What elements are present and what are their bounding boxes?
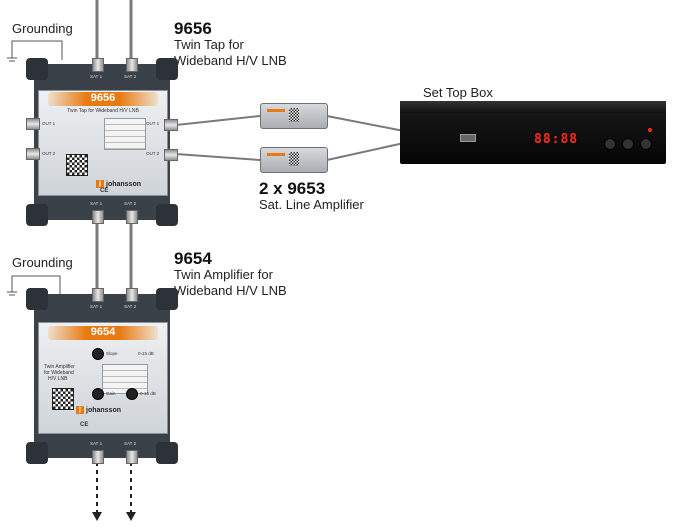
arrow-down-sat1: [92, 512, 102, 521]
tap-panel-number: 9656: [90, 92, 116, 104]
grounding-wire-top: [11, 40, 63, 60]
amp-slope-label: Slope: [106, 351, 118, 356]
tap-connector-sat1-bottom[interactable]: [92, 210, 104, 224]
stb-button-3[interactable]: [640, 138, 652, 150]
johansson-logo-icon: j: [96, 180, 104, 188]
tap-connector-sat2-bottom[interactable]: [126, 210, 138, 224]
amp-clip-tl: [26, 288, 48, 310]
tap-connector-out2-right[interactable]: [164, 149, 178, 161]
amp-gain-range: 0-15 dB: [140, 391, 156, 396]
line-amp-1-stripe: [267, 109, 285, 112]
tap-clip-br: [156, 204, 178, 226]
johansson-logo-icon: j: [76, 406, 84, 414]
amp-panel-desc-line1: Twin Amplifier: [44, 364, 75, 370]
amp-gain-knob-2[interactable]: [126, 388, 138, 400]
amp-gain-knob[interactable]: [92, 388, 104, 400]
tap-description-line1: Twin Tap for: [174, 37, 244, 52]
tap-connector-out1-left[interactable]: [26, 118, 40, 130]
line-amplifier-2: [260, 147, 328, 173]
set-top-box-label: Set Top Box: [423, 85, 493, 100]
amp-connector-sat1-bottom[interactable]: [92, 450, 104, 464]
amp-gain-label: Gain: [106, 391, 116, 396]
line-amp-1-qr: [289, 108, 299, 122]
amp-spec-table: [102, 364, 148, 394]
tap-qr-code: [66, 154, 88, 176]
cable-amp1-stb: [326, 115, 405, 132]
amp-clip-tr: [156, 288, 178, 310]
stb-button-1[interactable]: [604, 138, 616, 150]
amp-slope-knob[interactable]: [92, 348, 104, 360]
cable-amp2-stb: [326, 142, 405, 161]
tap-port-sat1-bottom-label: SAT 1: [90, 201, 103, 206]
amp-port-sat2-bottom-label: SAT 2: [124, 441, 137, 446]
arrow-down-sat2: [126, 512, 136, 521]
stb-button-2[interactable]: [622, 138, 634, 150]
amp-description-line1: Twin Amplifier for: [174, 267, 273, 282]
tap-connector-sat2[interactable]: [126, 58, 138, 72]
grounding-label-top: Grounding: [12, 21, 73, 36]
tap-connector-out2-left[interactable]: [26, 148, 40, 160]
amp-description-line2: Wideband H/V LNB: [174, 283, 287, 298]
tap-clip-tr: [156, 58, 178, 80]
tap-clip-bl: [26, 204, 48, 226]
amp-port-sat2-label: SAT 2: [124, 304, 137, 309]
stb-power-led: [648, 128, 652, 132]
stb-usb-port[interactable]: [460, 134, 476, 142]
amp-connector-sat2[interactable]: [126, 288, 138, 302]
tap-spec-table: [104, 118, 146, 150]
tap-port-sat2-bottom-label: SAT 2: [124, 201, 137, 206]
tap-port-out2-right-label: OUT 2: [146, 151, 160, 156]
stb-led-display: 88:88: [534, 132, 579, 147]
tap-model-number: 9656: [174, 19, 212, 38]
amp-clip-bl: [26, 442, 48, 464]
amp-port-sat1-label: SAT 1: [90, 304, 103, 309]
line-amplifier-1: [260, 103, 328, 129]
tap-clip-tl: [26, 58, 48, 80]
cable-out1-amp: [175, 115, 261, 126]
tap-ce-mark: CE: [100, 188, 109, 194]
grounding-wire-bottom: [11, 275, 61, 298]
twin-tap-device: SAT 1 SAT 2 9656 Twin Tap for Wideband H…: [26, 58, 178, 226]
stb-top-face: [400, 101, 666, 113]
tap-port-sat2-label: SAT 2: [124, 74, 137, 79]
amp-panel-desc-line3: H/V LNB: [48, 376, 68, 382]
tap-port-sat1-label: SAT 1: [90, 74, 103, 79]
amp-panel-desc-line2: for Wideband: [44, 370, 74, 376]
amp-port-sat1-bottom-label: SAT 1: [90, 441, 103, 446]
tap-port-out1-right-label: OUT 1: [146, 121, 160, 126]
twin-amplifier-device: SAT 1 SAT 2 9654 Twin Amplifier for Wide…: [26, 288, 178, 464]
tap-orange-stripe: [48, 92, 158, 106]
tap-port-out2-left-label: OUT 2: [42, 151, 56, 156]
tap-panel-subtitle: Twin Tap for Wideband H/V LNB: [67, 108, 139, 114]
tap-port-out1-left-label: OUT 1: [42, 121, 56, 126]
set-top-box: 88:88: [400, 101, 666, 164]
line-amp-2-qr: [289, 152, 299, 166]
tap-brand-logo: j johansson: [96, 180, 141, 188]
amp-panel-number: 9654: [90, 326, 116, 338]
tap-connector-out1-right[interactable]: [164, 119, 178, 131]
line-amp-description: Sat. Line Amplifier: [259, 197, 364, 212]
amp-clip-br: [156, 442, 178, 464]
amp-orange-stripe: [48, 326, 158, 340]
line-amp-2-stripe: [267, 153, 285, 156]
grounding-label-bottom: Grounding: [12, 255, 73, 270]
tap-description-line2: Wideband H/V LNB: [174, 53, 287, 68]
amp-brand-logo: j johansson: [76, 406, 121, 414]
tap-connector-sat1[interactable]: [92, 58, 104, 72]
amp-connector-sat1[interactable]: [92, 288, 104, 302]
tap-front-panel: [38, 90, 168, 196]
amp-model-number: 9654: [174, 249, 212, 268]
amp-slope-range: 0-15 dB: [138, 351, 154, 356]
amp-ce-mark: CE: [80, 422, 89, 428]
cable-out2-amp: [175, 153, 261, 161]
amp-connector-sat2-bottom[interactable]: [126, 450, 138, 464]
line-amp-model: 2 x 9653: [259, 179, 326, 198]
amp-qr-code: [52, 388, 74, 410]
